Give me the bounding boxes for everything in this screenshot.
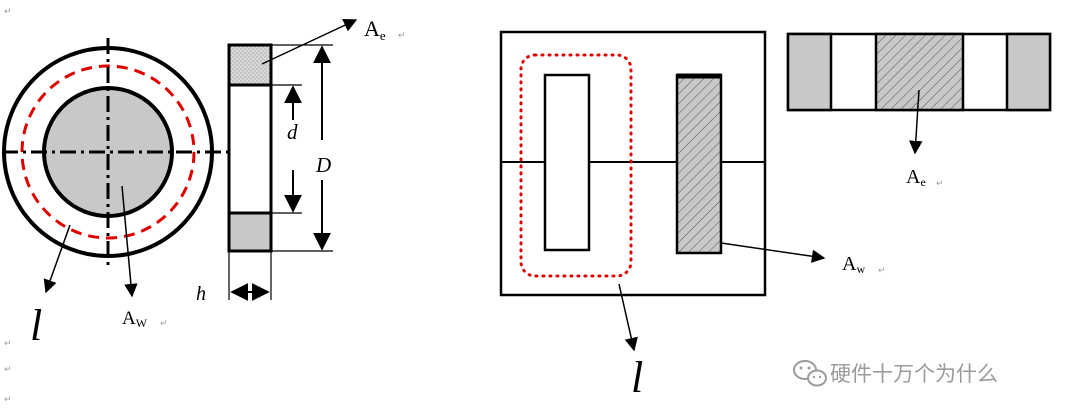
- toroid-side-view: [227, 19, 358, 301]
- watermark: 硬件十万个为什么: [793, 360, 998, 387]
- paragraph-mark: ↵: [4, 364, 12, 374]
- toroid-l-label: l: [30, 301, 42, 350]
- ae-pointer-arrow: [261, 19, 358, 65]
- toroid-aw-label: AW: [122, 308, 148, 330]
- ecore-l-pointer-arrow: [618, 283, 638, 352]
- ecore-window-left: [543, 73, 591, 252]
- paragraph-mark: ↵: [878, 265, 886, 275]
- ae-cross-section-top: [227, 43, 273, 87]
- l-pointer-arrow: [43, 224, 71, 294]
- ecore-window-right-hatched: [675, 73, 723, 255]
- paragraph-mark: ↵: [160, 318, 168, 328]
- paragraph-mark: ↵: [936, 178, 944, 188]
- wechat-icon: [793, 360, 827, 387]
- paragraph-mark: ↵: [4, 338, 12, 348]
- toroid-front-view: [2, 38, 246, 298]
- cross-section-bottom: [227, 211, 273, 253]
- toroid-d-label: d: [287, 120, 298, 144]
- ecore-aw-pointer-arrow: [720, 242, 826, 263]
- ecore-l-label: l: [631, 353, 643, 402]
- magnetic-path-dashed-circle: [20, 64, 196, 240]
- ecore-aw-label: Aw: [842, 253, 865, 276]
- ecore-top-left-leg: [786, 32, 833, 112]
- ecore-front-view: [499, 30, 826, 352]
- aw-pointer-arrow: [121, 185, 138, 298]
- paragraph-mark: ↵: [4, 6, 12, 16]
- watermark-text: 硬件十万个为什么: [830, 362, 998, 386]
- ecore-ae-pointer-arrow: [909, 89, 923, 155]
- toroid-D-label: D: [315, 153, 331, 177]
- ecore-outer-frame: [499, 30, 767, 297]
- ecore-top-view: [786, 32, 1052, 155]
- paragraph-mark: ↵: [398, 30, 406, 40]
- toroid-h-label: h: [196, 283, 206, 305]
- ecore-top-center-leg-hatched: [874, 32, 965, 112]
- paragraph-mark: ↵: [4, 394, 12, 404]
- magnetic-path-dotted-loop: [519, 53, 633, 278]
- ecore-top-right-leg: [1005, 32, 1052, 112]
- toroid-ae-label: Ae: [364, 16, 386, 43]
- ecore-ae-label: Ae: [906, 166, 926, 189]
